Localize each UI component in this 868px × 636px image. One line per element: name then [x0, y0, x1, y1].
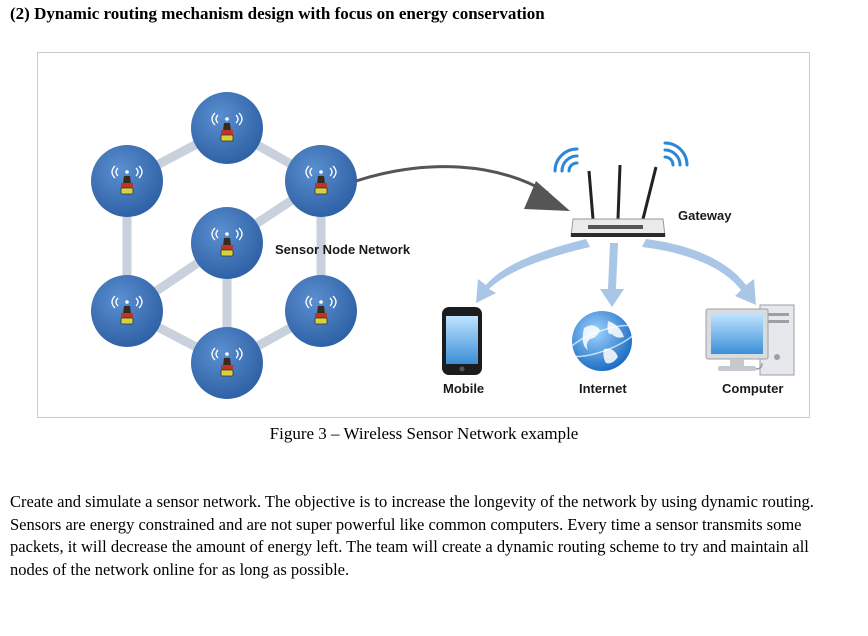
figure-caption: Figure 3 – Wireless Sensor Network examp…	[269, 424, 579, 443]
gateway-router-icon	[570, 164, 666, 237]
computer-label: Computer	[722, 381, 783, 396]
internet-globe-icon	[567, 311, 637, 371]
sensor-node	[91, 275, 163, 347]
mobile-label: Mobile	[443, 381, 484, 396]
sensor-node	[91, 145, 163, 217]
internet-label: Internet	[579, 381, 627, 396]
wifi-signal-icon	[553, 147, 579, 173]
body-paragraph: Create and simulate a sensor network. Th…	[10, 492, 814, 579]
arrow-to-computer-icon	[642, 239, 756, 305]
network-diagram: Sensor Node Network Gateway	[91, 92, 795, 399]
sensor-node	[191, 207, 263, 279]
computer-icon	[705, 304, 795, 376]
arrow-to-internet-icon	[600, 243, 624, 307]
wifi-signal-icon	[663, 141, 689, 167]
gateway-label: Gateway	[678, 208, 732, 223]
sensor-node	[191, 92, 263, 164]
sensor-network-label: Sensor Node Network	[275, 242, 411, 257]
arrow-to-mobile-icon	[476, 239, 590, 303]
section-heading: (2) Dynamic routing mechanism design wit…	[10, 4, 545, 23]
sensor-node	[285, 145, 357, 217]
arrow-to-gateway-icon	[355, 165, 570, 211]
figure-wireless-sensor-network: Sensor Node Network Gateway	[37, 52, 810, 418]
sensor-node	[191, 327, 263, 399]
mobile-phone-icon	[442, 307, 482, 375]
sensor-node	[285, 275, 357, 347]
